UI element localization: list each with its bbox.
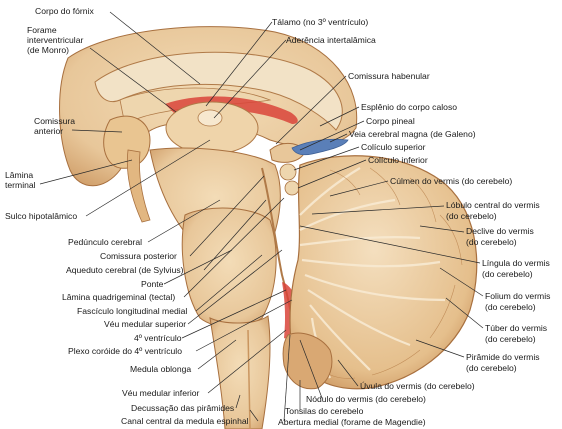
label-uvula: Úvula do vermis (do cerebelo) <box>360 381 475 391</box>
interthalamic-adhesion <box>197 109 223 127</box>
label-lobulo-line2: (do cerebelo) <box>446 211 497 221</box>
label-tuber-line1: Túber do vermis <box>485 323 547 333</box>
label-coliculo-inferior: Colículo inferior <box>368 155 428 165</box>
label-medula-oblonga: Medula oblonga <box>130 364 191 374</box>
label-nodulo: Nódulo do vermis (do cerebelo) <box>306 394 426 404</box>
label-lamina-quadrigeminal: Lâmina quadrigeminal (tectal) <box>62 292 175 302</box>
label-declive-line2: (do cerebelo) <box>466 237 517 247</box>
label-abertura: Abertura medial (forame de Magendie) <box>278 417 426 427</box>
label-esplenio: Esplênio do corpo caloso <box>361 102 457 112</box>
label-pedunculo-cerebral: Pedúnculo cerebral <box>68 237 142 247</box>
label-plexo-coroide: Plexo coróide do 4º ventrículo <box>68 346 182 356</box>
label-corpo-pineal: Corpo pineal <box>366 116 415 126</box>
label-forame-line1: Forame <box>27 25 57 35</box>
label-lamina-terminal-line1: Lâmina <box>5 170 33 180</box>
great-cerebral-vein <box>291 138 349 156</box>
label-comissura-anterior-line1: Comissura <box>34 116 75 126</box>
label-comissura-anterior-line2: anterior <box>34 126 63 136</box>
label-tonsilas: Tonsilas do cerebelo <box>285 406 364 416</box>
label-forame-line2: interventricular <box>27 35 83 45</box>
label-piramide-line2: (do cerebelo) <box>466 363 517 373</box>
label-forame-line3: (de Monro) <box>27 45 69 55</box>
label-aqueduto: Aqueduto cerebral (de Sylvius) <box>66 265 184 275</box>
label-veia-galeno: Veia cerebral magna (de Galeno) <box>349 129 476 139</box>
label-sulco-hipotalamico: Sulco hipotalâmico <box>5 211 77 221</box>
label-lingula-line2: (do cerebelo) <box>482 269 533 279</box>
label-corpo-fornix: Corpo do fórnix <box>35 6 94 16</box>
label-quarto-ventriculo: 4º ventrículo <box>134 333 182 343</box>
label-canal-central: Canal central da medula espinhal <box>121 416 249 426</box>
leader-lines-right <box>205 21 484 422</box>
central-canal-line <box>247 329 251 429</box>
label-tuber-line2: (do cerebelo) <box>485 334 536 344</box>
label-comissura-habenular: Comissura habenular <box>348 71 430 81</box>
lamina-terminalis <box>126 149 151 223</box>
label-culmen: Cúlmen do vermis (do cerebelo) <box>390 176 512 186</box>
label-talamo: Tálamo (no 3º ventrículo) <box>272 17 368 27</box>
inferior-colliculus <box>284 180 300 196</box>
label-decussacao: Decussação das pirâmides <box>131 403 234 413</box>
medulla-oblongata <box>209 315 271 429</box>
label-coliculo-superior: Colículo superior <box>361 142 426 152</box>
label-veu-superior: Véu medular superior <box>104 319 186 329</box>
label-veu-inferior: Véu medular inferior <box>122 388 200 398</box>
label-lobulo-line1: Lóbulo central do vermis <box>446 200 540 210</box>
label-comissura-posterior: Comissura posterior <box>100 251 177 261</box>
leader-lines-left <box>39 11 293 422</box>
label-lingula-line1: Língula do vermis <box>482 258 550 268</box>
superior-colliculus <box>279 163 297 181</box>
label-declive-line1: Declive do vermis <box>466 226 534 236</box>
label-lamina-terminal-line2: terminal <box>5 180 36 190</box>
label-aderencia: Aderência intertalâmica <box>286 35 376 45</box>
label-ponte: Ponte <box>141 279 164 289</box>
label-folium-line2: (do cerebelo) <box>485 302 536 312</box>
pons <box>181 207 277 328</box>
label-fasciculo: Fascículo longitudinal medial <box>77 306 187 316</box>
label-piramide-line1: Pirâmide do vermis <box>466 352 540 362</box>
label-folium-line1: Folium do vermis <box>485 291 550 301</box>
anterior-commissure-region <box>103 115 151 169</box>
cerebellar-folia <box>314 167 463 379</box>
